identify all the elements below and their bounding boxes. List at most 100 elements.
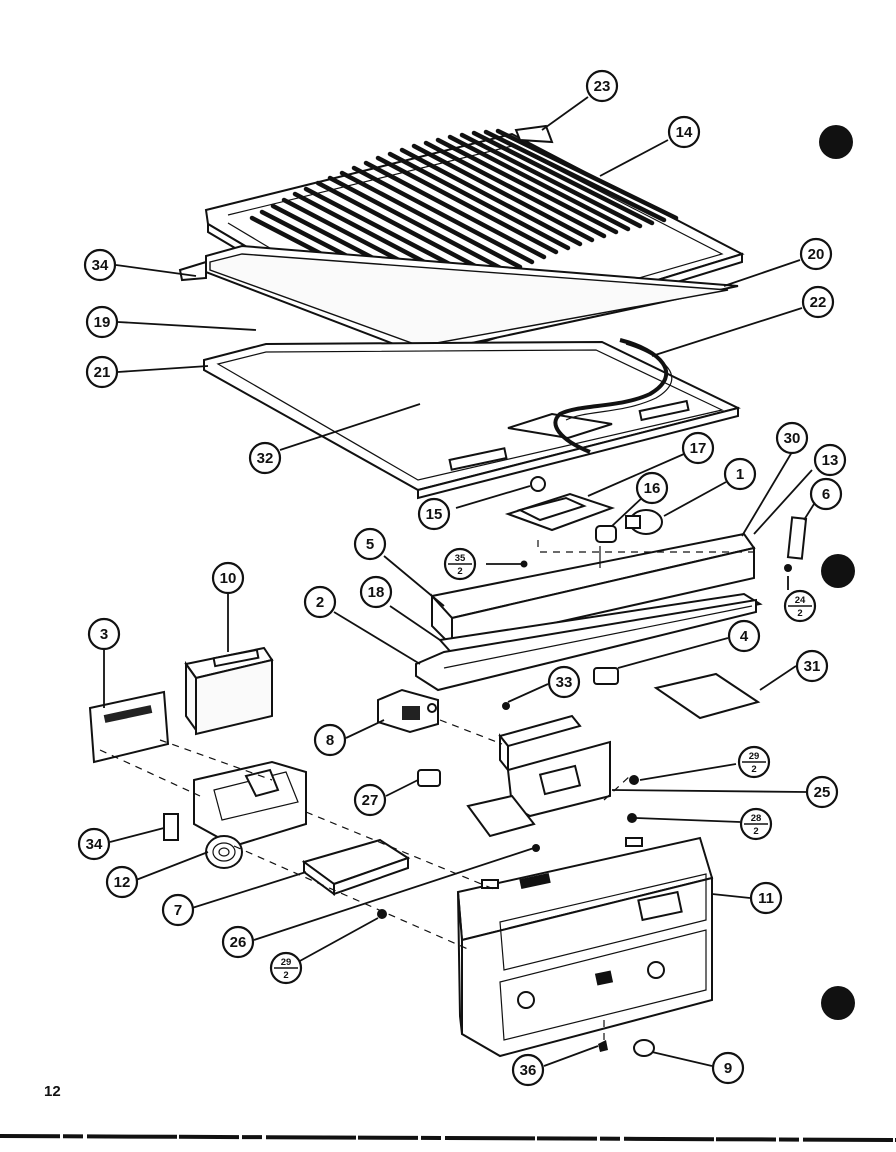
svg-text:10: 10 bbox=[220, 570, 237, 587]
screw bbox=[784, 564, 792, 572]
svg-text:7: 7 bbox=[174, 902, 182, 919]
page-number: 12 bbox=[44, 1083, 61, 1100]
svg-text:27: 27 bbox=[362, 792, 379, 809]
svg-text:2: 2 bbox=[753, 826, 758, 837]
foam-block-10 bbox=[184, 646, 274, 736]
svg-text:4: 4 bbox=[740, 628, 749, 645]
callout-4: 4 bbox=[727, 619, 761, 653]
leader-lines bbox=[103, 96, 815, 1067]
svg-text:23: 23 bbox=[594, 78, 611, 95]
clip-4 bbox=[593, 667, 619, 685]
air-duct-housing bbox=[193, 760, 307, 848]
svg-text:28: 28 bbox=[751, 813, 762, 824]
callout-13: 13 bbox=[813, 443, 847, 477]
screw bbox=[520, 560, 528, 568]
callout-18: 18 bbox=[359, 575, 393, 609]
svg-text:26: 26 bbox=[230, 934, 247, 951]
svg-text:29: 29 bbox=[749, 751, 760, 762]
svg-text:2: 2 bbox=[316, 594, 324, 611]
screw bbox=[627, 813, 637, 823]
svg-text:11: 11 bbox=[758, 890, 774, 907]
light-socket-17 bbox=[504, 476, 616, 532]
fraction-callout-29-2-top: 29 2 bbox=[737, 745, 771, 779]
light-bulb bbox=[625, 509, 663, 535]
svg-text:19: 19 bbox=[94, 314, 111, 331]
callout-11: 11 bbox=[749, 881, 783, 915]
svg-text:32: 32 bbox=[257, 450, 274, 467]
svg-text:31: 31 bbox=[804, 658, 821, 675]
switch-27 bbox=[417, 769, 441, 787]
binder-hole-middle bbox=[821, 554, 855, 588]
callout-1: 1 bbox=[723, 457, 757, 491]
fraction-callout-28-2: 28 2 bbox=[739, 807, 773, 841]
control-panel-11 bbox=[456, 836, 714, 1058]
control-bracket-25 bbox=[466, 714, 611, 838]
binder-hole-bottom bbox=[821, 986, 855, 1020]
svg-text:2: 2 bbox=[751, 764, 756, 775]
callout-34: 34 bbox=[83, 248, 117, 282]
housing-channel bbox=[415, 592, 763, 692]
svg-text:20: 20 bbox=[808, 246, 825, 263]
screw bbox=[377, 909, 387, 919]
assembly-lines bbox=[99, 540, 756, 1040]
callout-7: 7 bbox=[161, 893, 195, 927]
callout-6: 6 bbox=[809, 477, 843, 511]
callout-12: 12 bbox=[105, 865, 139, 899]
callout-20: 20 bbox=[799, 237, 833, 271]
svg-text:1: 1 bbox=[736, 466, 744, 483]
svg-text:8: 8 bbox=[326, 732, 334, 749]
svg-text:34: 34 bbox=[86, 836, 103, 853]
svg-text:2: 2 bbox=[283, 970, 288, 981]
svg-text:30: 30 bbox=[784, 430, 801, 447]
callout-3: 3 bbox=[87, 617, 121, 651]
screw bbox=[629, 775, 639, 785]
binder-hole-top bbox=[819, 125, 853, 159]
callout-8: 8 bbox=[313, 723, 347, 757]
svg-text:22: 22 bbox=[810, 294, 827, 311]
svg-text:24: 24 bbox=[795, 595, 806, 606]
callout-25: 25 bbox=[805, 775, 839, 809]
fan-coil-12 bbox=[205, 835, 243, 869]
svg-text:16: 16 bbox=[644, 480, 661, 497]
callout-23: 23 bbox=[585, 69, 619, 103]
crisper-tray bbox=[203, 340, 741, 500]
svg-text:5: 5 bbox=[366, 536, 374, 553]
svg-text:6: 6 bbox=[822, 486, 830, 503]
switch-16 bbox=[595, 525, 617, 543]
callout-27: 27 bbox=[353, 783, 387, 817]
callout-31: 31 bbox=[795, 649, 829, 683]
svg-text:25: 25 bbox=[814, 784, 831, 801]
callout-2: 2 bbox=[303, 585, 337, 619]
callout-9: 9 bbox=[711, 1051, 745, 1085]
callout-19: 19 bbox=[85, 305, 119, 339]
callout-5: 5 bbox=[353, 527, 387, 561]
callout-17: 17 bbox=[681, 431, 715, 465]
svg-text:13: 13 bbox=[822, 452, 839, 469]
svg-text:35: 35 bbox=[455, 553, 466, 564]
fraction-callout-35-2: 35 2 bbox=[443, 547, 477, 581]
callout-34b: 34 bbox=[77, 827, 111, 861]
svg-text:3: 3 bbox=[100, 626, 108, 643]
callout-14: 14 bbox=[667, 115, 701, 149]
callout-36: 36 bbox=[511, 1053, 545, 1087]
bracket-6 bbox=[786, 516, 808, 560]
svg-text:12: 12 bbox=[114, 874, 131, 891]
svg-text:18: 18 bbox=[368, 584, 385, 601]
knob-9 bbox=[633, 1039, 655, 1057]
callout-22: 22 bbox=[801, 285, 835, 319]
callout-33: 33 bbox=[547, 665, 581, 699]
light-shield bbox=[430, 532, 756, 649]
svg-text:2: 2 bbox=[797, 608, 802, 619]
callout-26: 26 bbox=[221, 925, 255, 959]
damper-base-7 bbox=[301, 838, 411, 896]
shelf-clip bbox=[514, 124, 554, 144]
svg-text:21: 21 bbox=[94, 364, 111, 381]
svg-text:15: 15 bbox=[426, 506, 443, 523]
svg-text:2: 2 bbox=[457, 566, 462, 577]
svg-text:33: 33 bbox=[556, 674, 573, 691]
clip-34 bbox=[163, 813, 179, 841]
callout-15: 15 bbox=[417, 497, 451, 531]
thermostat-8 bbox=[377, 688, 439, 734]
callout-10: 10 bbox=[211, 561, 245, 595]
